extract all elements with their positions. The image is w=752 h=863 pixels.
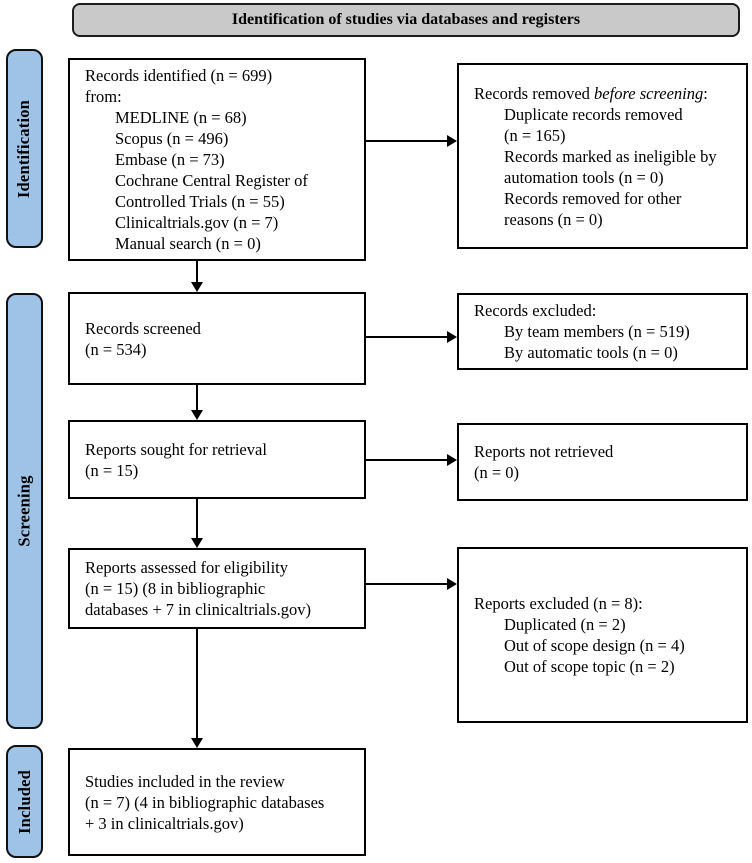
text-line: Duplicated (n = 2) [504, 615, 626, 634]
box-records-removed: Records removed before screening: Duplic… [457, 63, 748, 249]
box-studies-included: Studies included in the review (n = 7) (… [68, 748, 366, 856]
text-line: (n = 0) [474, 463, 520, 482]
text-line: Cochrane Central Register of [115, 171, 308, 190]
header-banner: Identification of studies via databases … [72, 3, 740, 37]
arrowhead-down-icon [191, 738, 203, 748]
text-line: Scopus (n = 496) [115, 129, 229, 148]
text-line: Out of scope design (n = 4) [504, 636, 685, 655]
stage-identification-label: Identification [14, 99, 34, 198]
stage-included: Included [6, 745, 43, 858]
text-line: Embase (n = 73) [115, 150, 225, 169]
arrow-screened-to-excluded [365, 336, 447, 338]
box-records-screened: Records screened (n = 534) [68, 292, 366, 385]
arrow-sought-to-assessed [196, 499, 198, 538]
text-line: Records removed before screening: [474, 83, 740, 104]
arrow-sought-to-not-retrieved [365, 459, 447, 461]
text-line: Duplicate records removed [504, 104, 683, 124]
text-line: Reports assessed for eligibility [85, 558, 289, 577]
box-reports-assessed: Reports assessed for eligibility (n = 15… [68, 548, 366, 629]
stage-included-label: Included [14, 769, 34, 834]
arrow-identified-to-removed [365, 140, 447, 142]
text-line: Studies included in the review [85, 771, 285, 791]
text-line: from: [85, 87, 122, 106]
arrowhead-right-icon [447, 135, 457, 147]
intro-italic: before screening [594, 83, 704, 103]
arrowhead-down-icon [191, 538, 203, 548]
text-line: Records removed for other [504, 188, 682, 208]
arrow-screened-to-sought [196, 385, 198, 410]
text-line: (n = 15) (8 in bibliographic [85, 579, 266, 598]
text-line: (n = 534) [85, 339, 147, 359]
text-line: Manual search (n = 0) [115, 234, 261, 253]
text-line: Records excluded: [474, 301, 597, 320]
intro-suffix: : [703, 83, 708, 103]
arrow-assessed-to-included [196, 629, 198, 738]
header-title: Identification of studies via databases … [231, 11, 581, 28]
text-line: Reports excluded (n = 8): [474, 594, 643, 613]
text-line: By automatic tools (n = 0) [504, 343, 678, 362]
stage-screening-label: Screening [14, 475, 34, 547]
box-reports-sought: Reports sought for retrieval (n = 15) [68, 420, 366, 499]
text-line: Reports not retrieved [474, 442, 614, 461]
arrow-assessed-to-excluded [365, 583, 447, 585]
text-line: + 3 in clinicaltrials.gov) [85, 813, 244, 833]
arrowhead-down-icon [191, 282, 203, 292]
text-line: Controlled Trials (n = 55) [115, 192, 285, 211]
stage-screening: Screening [6, 293, 43, 729]
box-records-identified: Records identified (n = 699) from: MEDLI… [68, 58, 366, 261]
text-line: (n = 15) [85, 460, 139, 480]
text-line: Records marked as ineligible by [504, 146, 717, 166]
text-line: MEDLINE (n = 68) [115, 108, 247, 127]
text-line: (n = 7) (4 in bibliographic databases [85, 792, 325, 812]
text-line: Records screened [85, 318, 201, 338]
arrowhead-down-icon [191, 410, 203, 420]
box-reports-excluded: Reports excluded (n = 8): Duplicated (n … [457, 547, 748, 723]
text-line: Records identified (n = 699) [85, 66, 273, 85]
text-line: Reports sought for retrieval [85, 439, 267, 459]
box-records-excluded: Records excluded: By team members (n = 5… [457, 293, 748, 370]
stage-identification: Identification [6, 49, 43, 248]
text-line: databases + 7 in clinicaltrials.gov) [85, 600, 312, 619]
text-line: automation tools (n = 0) [504, 167, 664, 187]
text-line: By team members (n = 519) [504, 322, 690, 341]
box-reports-not-retrieved: Reports not retrieved (n = 0) [457, 423, 748, 501]
arrowhead-right-icon [447, 331, 457, 343]
arrowhead-right-icon [447, 578, 457, 590]
text-line: Out of scope topic (n = 2) [504, 657, 675, 676]
arrowhead-right-icon [447, 454, 457, 466]
text-line: reasons (n = 0) [504, 209, 603, 229]
intro-prefix: Records removed [474, 83, 595, 103]
text-line: (n = 165) [504, 125, 566, 145]
text-line: Clinicaltrials.gov (n = 7) [115, 213, 279, 232]
arrow-identified-to-screened [196, 260, 198, 282]
